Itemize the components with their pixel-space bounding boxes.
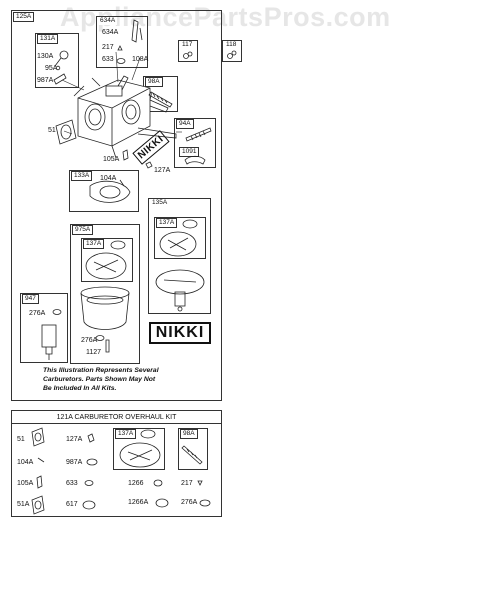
- box-137A-right: [154, 217, 206, 259]
- tag-117: 117: [180, 41, 195, 49]
- kit-box: 121A CARBURETOR OVERHAUL KIT: [11, 410, 222, 517]
- box-117: [178, 40, 198, 62]
- tag-131A: 131A: [37, 34, 59, 44]
- gasket-51-drawing: [55, 119, 77, 145]
- label-633: 633: [102, 56, 114, 63]
- note-line-1: This Illustration Represents Several: [43, 367, 159, 374]
- label-51: 51: [48, 127, 56, 134]
- primer-parts-drawing: [53, 50, 69, 85]
- label-987A: 987A: [37, 77, 54, 84]
- kit-label-217: 217: [181, 480, 193, 487]
- fuel-bowl-135A-drawing: [155, 269, 205, 312]
- small-parts-117-118: [183, 50, 237, 59]
- label-130A: 130A: [37, 53, 54, 60]
- kit-tag-137A: 137A: [115, 429, 137, 439]
- box-94A: [174, 118, 216, 168]
- box-118: [222, 40, 242, 62]
- kit-box-98A: [178, 428, 208, 470]
- kit-title-divider: [11, 423, 222, 424]
- kit-label-105A: 105A: [17, 480, 34, 487]
- kit-label-276A: 276A: [181, 499, 198, 506]
- kit-tag-98A: 98A: [180, 429, 198, 439]
- tag-137A-mid: 137A: [83, 239, 105, 249]
- label-634A: 634A: [102, 29, 119, 36]
- kit-label-633: 633: [66, 480, 78, 487]
- kit-label-51A: 51A: [17, 501, 30, 508]
- box-135A: [148, 198, 211, 314]
- label-104A: 104A: [100, 175, 117, 182]
- box-634A: [96, 16, 148, 68]
- fitting-105A-drawing: [122, 149, 129, 161]
- group-tag-125A: 125A: [13, 12, 35, 22]
- tag-98A: 98A: [145, 77, 163, 87]
- label-276A-mid: 276A: [81, 337, 98, 344]
- kit-parts-drawing: [31, 427, 211, 515]
- kit-label-1266A: 1266A: [128, 499, 149, 506]
- box-131A: [35, 33, 79, 88]
- kit-label-104A: 104A: [17, 459, 34, 466]
- label-1127: 1127: [86, 349, 102, 356]
- tag-137A-right: 137A: [156, 218, 178, 228]
- screw-98A-drawing: [148, 91, 173, 108]
- tag-947: 947: [22, 294, 39, 304]
- label-105A: 105A: [103, 156, 120, 163]
- note-line-2: Carburetors. Parts Shown May Not: [43, 376, 156, 383]
- part-127A-drawing: [145, 161, 153, 169]
- box-133A: [69, 170, 139, 212]
- main-diagram-box: [11, 10, 222, 401]
- float-133A-drawing: [89, 179, 131, 203]
- tag-94A: 94A: [176, 119, 194, 129]
- kit-label-127A: 127A: [66, 436, 83, 443]
- illustration-note: This Illustration Represents Several Car…: [43, 366, 159, 393]
- label-95A: 95A: [45, 65, 58, 72]
- label-276A-left: 276A: [29, 310, 46, 317]
- solenoid-947-drawing: [41, 309, 62, 360]
- tag-118: 118: [224, 41, 239, 49]
- label-127A: 127A: [154, 167, 171, 174]
- tag-634A-box: 634A: [98, 17, 118, 25]
- fuel-bowl-975A-drawing: [80, 286, 130, 353]
- kit-box-137A: [113, 428, 165, 470]
- kit-label-51: 51: [17, 436, 25, 443]
- tag-1091: 1091: [179, 147, 200, 157]
- kit-label-987A: 987A: [66, 459, 83, 466]
- kit-title: 121A CARBURETOR OVERHAUL KIT: [56, 414, 177, 421]
- note-line-3: Be Included In All Kits.: [43, 385, 117, 392]
- bowl-gasket-mid-drawing: [85, 240, 127, 280]
- label-217: 217: [102, 44, 114, 51]
- label-108A: 108A: [132, 56, 149, 63]
- kit-label-617: 617: [66, 501, 78, 508]
- box-137A-mid: [81, 238, 133, 282]
- box-975A: [70, 224, 140, 364]
- tag-133A: 133A: [71, 171, 93, 181]
- jet-parts-drawing: [116, 19, 143, 64]
- kit-label-1266: 1266: [128, 480, 144, 487]
- bowl-gasket-right-drawing: [159, 219, 198, 257]
- tag-975A: 975A: [72, 225, 94, 235]
- idle-screw-94A-drawing: [184, 127, 212, 165]
- box-947: [20, 293, 68, 363]
- nikki-logo-large: NIKKI: [149, 322, 211, 344]
- tag-135A: 135A: [150, 199, 170, 207]
- carburetor-body-drawing: [73, 75, 177, 159]
